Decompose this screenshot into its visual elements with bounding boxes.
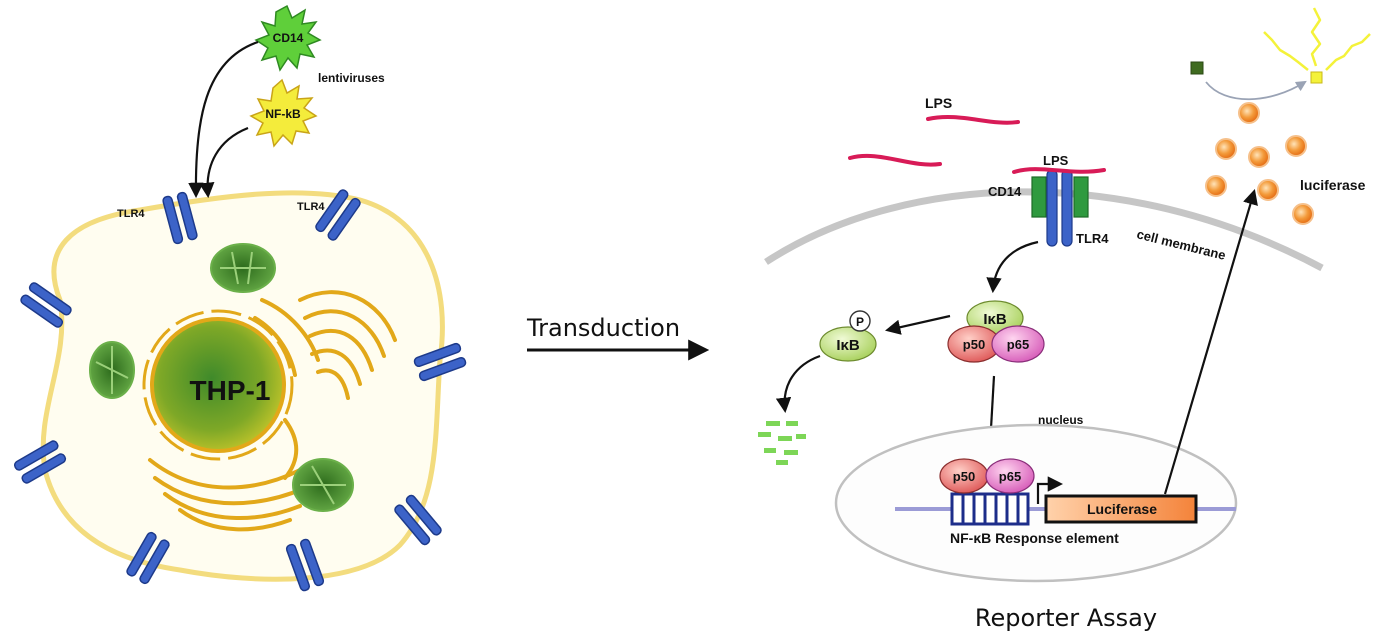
lps-bound [1012, 167, 1106, 174]
nucleus-label: nucleus [1038, 413, 1084, 427]
cell-membrane-arc [764, 188, 1324, 272]
cd14-right-block [1073, 176, 1089, 218]
transcription-start-arrow [1036, 476, 1064, 504]
thp1-nucleus [150, 317, 286, 453]
reporter-assay-title: Reporter Assay [975, 604, 1157, 632]
tlr4-signal-arrow [986, 240, 1039, 294]
lps-label-free: LPS [925, 95, 952, 111]
lps-molecule-2 [848, 153, 942, 167]
tlr4-chain-1 [1046, 169, 1058, 247]
lentiviruses-label: lentiviruses [318, 71, 385, 85]
endoplasmic-reticulum [148, 290, 397, 532]
phospho-ikb-label: IκB [836, 337, 860, 354]
phosphate-label: P [856, 315, 864, 329]
luciferase-protein-label: luciferase [1300, 177, 1366, 193]
phospho-ikb [819, 326, 877, 362]
luciferase-proteins [1205, 102, 1314, 225]
lps-label-bound: LPS [1043, 153, 1069, 168]
tlr4-receptor-label: TLR4 [1076, 231, 1109, 246]
tlr4-label-right: TLR4 [297, 201, 325, 213]
mitochondrion-1 [210, 243, 276, 293]
cd14-virus-label: CD14 [273, 31, 304, 45]
phosphate-group [849, 310, 871, 332]
tlr4-receptor-8 [285, 538, 325, 592]
cytoplasmic-p65 [991, 325, 1045, 363]
nfkb-response-element [950, 492, 1030, 526]
tlr4-label-left: TLR4 [117, 208, 145, 220]
tlr4-receptor-5 [13, 440, 67, 484]
cytoplasmic-p50-label: p50 [963, 337, 985, 352]
tlr4-receptor-1 [162, 191, 198, 245]
tlr4-receptor-3 [20, 282, 72, 328]
thp1-cell-group: THP-1 [13, 189, 467, 592]
tlr4-receptor-7 [126, 531, 170, 585]
cd14-left-block [1031, 176, 1047, 218]
tlr4-chain-2 [1061, 169, 1073, 247]
ikb-complex-label: IκB [983, 311, 1007, 328]
cell-membrane-label: cell membrane [1135, 226, 1227, 263]
nfkb-entry-arrow [199, 126, 249, 199]
nfkb-lentivirus: NF-kB [249, 78, 318, 148]
lps-molecule-1 [926, 115, 1020, 125]
tlr4-receptor-4 [413, 342, 467, 382]
phosphorylation-arrow [884, 314, 951, 335]
tlr4-receptor-2 [315, 189, 361, 241]
mitochondrion-2 [89, 341, 135, 399]
degradation-arrow [775, 354, 821, 414]
bioluminescence-rays [1263, 7, 1371, 71]
response-element-label: NF-κB Response element [950, 530, 1119, 546]
thp1-label: THP-1 [190, 375, 271, 406]
nucleus-outline [834, 423, 1238, 583]
luciferin-substrate [1190, 61, 1204, 75]
cd14-entry-arrow [188, 40, 259, 199]
transduction-label: Transduction [526, 314, 680, 342]
nuclear-p65 [985, 458, 1035, 494]
luciferase-gene-label: Luciferase [1087, 501, 1157, 517]
luciferase-gene-box [1044, 494, 1198, 524]
oxidation-arrow [1205, 80, 1307, 101]
expression-arrow [1163, 189, 1258, 495]
cytoplasmic-p65-label: p65 [1007, 337, 1029, 352]
degraded-ikb-fragments [758, 421, 806, 465]
cd14-receptor-label: CD14 [988, 184, 1022, 199]
nfkb-virus-label: NF-kB [265, 107, 301, 121]
mitochondrion-3 [292, 458, 354, 512]
tlr4-receptor-6 [394, 494, 442, 546]
nuclear-p65-label: p65 [999, 469, 1021, 484]
nuclear-p50-label: p50 [953, 469, 975, 484]
oxyluciferin-product [1310, 71, 1323, 84]
reporter-assay-panel: cell membrane LPS LPS CD14 TLR4 IκB p50 … [758, 7, 1371, 583]
cd14-lentivirus: CD14 [254, 4, 322, 72]
